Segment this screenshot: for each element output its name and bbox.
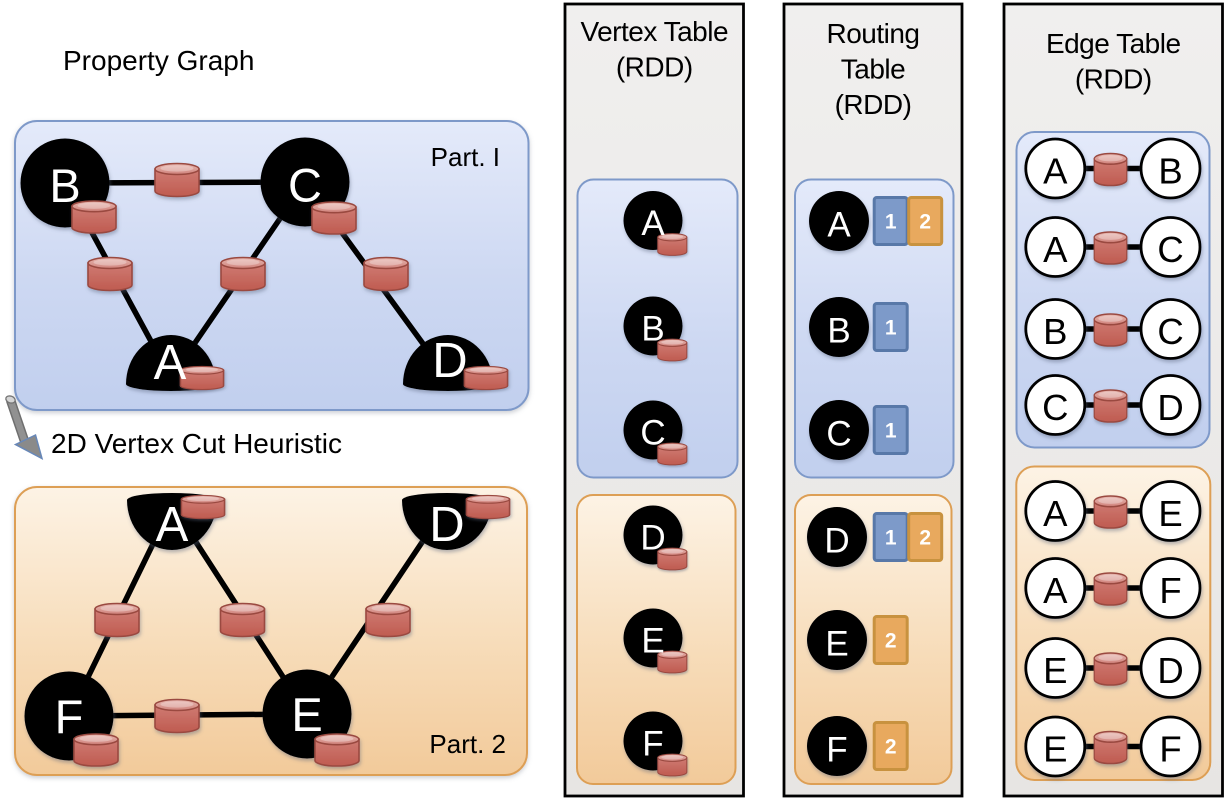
svg-text:Part. 2: Part. 2 xyxy=(429,729,506,759)
svg-text:F: F xyxy=(826,730,847,769)
svg-text:2: 2 xyxy=(885,736,897,759)
svg-text:E: E xyxy=(1158,493,1182,534)
svg-text:B: B xyxy=(641,310,664,349)
svg-text:C: C xyxy=(1157,311,1183,352)
svg-text:2: 2 xyxy=(885,630,897,653)
svg-text:1: 1 xyxy=(885,420,897,443)
svg-text:B: B xyxy=(1158,150,1182,191)
svg-text:E: E xyxy=(291,688,322,741)
svg-text:E: E xyxy=(641,622,664,661)
svg-text:Property Graph: Property Graph xyxy=(63,45,254,76)
svg-text:Edge Table: Edge Table xyxy=(1046,28,1181,59)
svg-text:F: F xyxy=(642,725,663,764)
svg-text:A: A xyxy=(1043,150,1068,191)
svg-text:C: C xyxy=(288,159,322,212)
svg-text:A: A xyxy=(154,336,187,390)
svg-text:(RDD): (RDD) xyxy=(1075,64,1152,95)
svg-text:C: C xyxy=(826,414,851,453)
svg-text:2D Vertex Cut Heuristic: 2D Vertex Cut Heuristic xyxy=(51,428,342,459)
svg-text:2: 2 xyxy=(919,211,931,234)
svg-text:B: B xyxy=(827,311,850,350)
svg-text:E: E xyxy=(1043,650,1067,691)
svg-text:D: D xyxy=(432,334,467,388)
svg-text:Part. I: Part. I xyxy=(431,142,500,172)
svg-text:D: D xyxy=(429,498,464,552)
svg-text:2: 2 xyxy=(919,527,931,550)
svg-text:A: A xyxy=(641,204,665,243)
svg-text:C: C xyxy=(1157,229,1183,270)
svg-text:E: E xyxy=(1043,728,1067,769)
svg-text:A: A xyxy=(156,498,189,552)
svg-text:D: D xyxy=(1157,387,1183,428)
svg-text:C: C xyxy=(640,414,665,453)
svg-text:D: D xyxy=(824,521,849,560)
svg-text:A: A xyxy=(1043,493,1068,534)
svg-text:1: 1 xyxy=(885,211,897,234)
svg-text:1: 1 xyxy=(885,527,897,550)
svg-text:Table: Table xyxy=(841,54,905,85)
svg-text:F: F xyxy=(1159,728,1181,769)
svg-text:Routing: Routing xyxy=(826,18,919,49)
svg-text:F: F xyxy=(55,690,84,743)
svg-text:A: A xyxy=(1043,229,1068,270)
svg-text:A: A xyxy=(827,205,851,244)
svg-text:(RDD): (RDD) xyxy=(616,52,693,83)
svg-text:1: 1 xyxy=(885,317,897,340)
svg-text:A: A xyxy=(1043,570,1068,611)
svg-text:D: D xyxy=(1157,650,1183,691)
svg-text:C: C xyxy=(1042,387,1068,428)
svg-text:D: D xyxy=(640,519,665,558)
svg-text:Vertex Table: Vertex Table xyxy=(580,16,728,47)
svg-text:E: E xyxy=(825,624,848,663)
svg-text:B: B xyxy=(1043,311,1067,352)
svg-text:(RDD): (RDD) xyxy=(835,89,912,120)
svg-text:B: B xyxy=(49,159,80,212)
svg-text:F: F xyxy=(1159,570,1181,611)
